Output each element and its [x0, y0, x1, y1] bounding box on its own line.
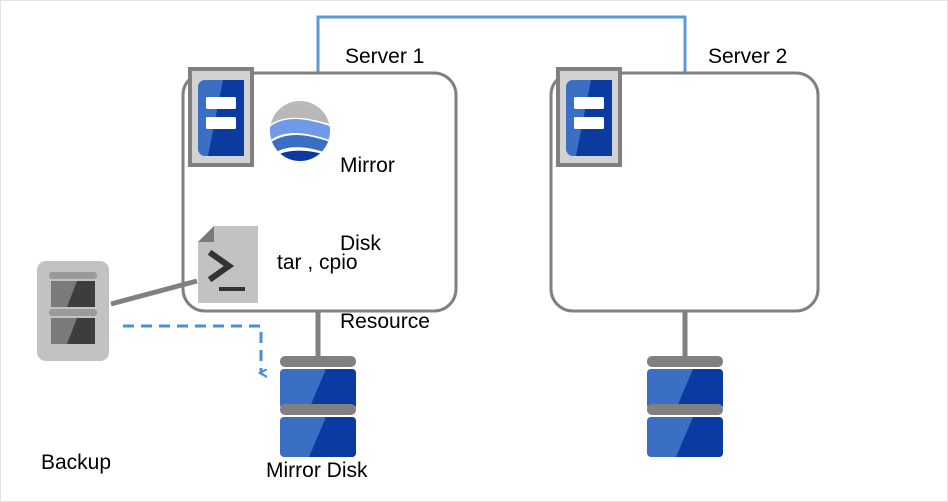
server-icon [556, 67, 622, 167]
backup-device-icon [37, 261, 109, 361]
tar-cpio-label: tar , cpio [277, 251, 358, 274]
mirror-disk-resource-line-1: Mirror [340, 154, 395, 177]
disk-stack-icon [280, 356, 356, 457]
mirror-disk-resource-line-3: Resource [340, 310, 430, 333]
mirror-disk-resource-globe-icon [270, 101, 330, 161]
mirror-disk-resource-line-2: Disk [340, 232, 381, 255]
connection-backup-data-flow [123, 324, 261, 373]
disk-stack-icon [647, 356, 723, 457]
connection-backup-cable [110, 278, 198, 307]
script-terminal-icon [198, 226, 258, 303]
server2-label: Server 2 [708, 45, 788, 68]
server-icon [188, 67, 254, 167]
connection-interconnect [316, 15, 687, 73]
backup-device-label: Backup device [21, 395, 131, 501]
mirror-disk-resource-label: Mirror Disk Resource [340, 101, 430, 387]
backup-device-line-1: Backup [40, 451, 112, 474]
mirror-disk-label: Mirror Disk [266, 459, 368, 482]
server1-label: Server 1 [345, 45, 425, 68]
